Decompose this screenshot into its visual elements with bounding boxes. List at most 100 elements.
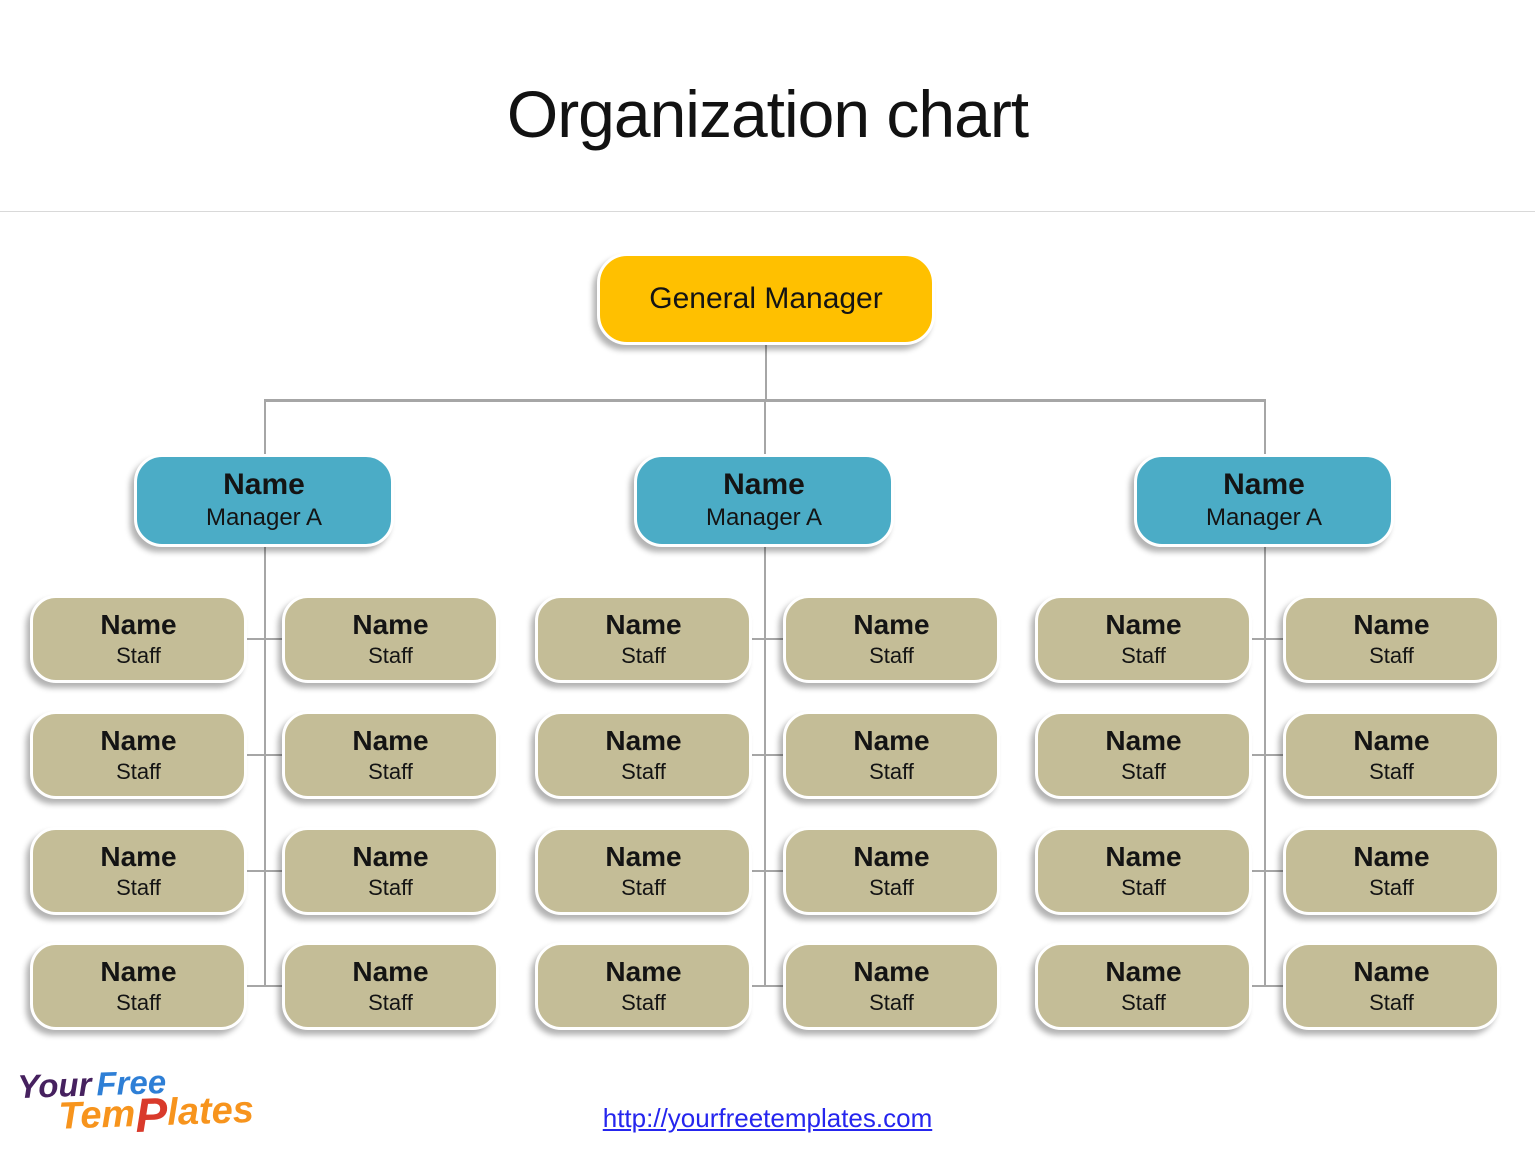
staff-box: Name Staff [535,595,752,683]
staff-box: Name Staff [535,942,752,1030]
staff-box: Name Staff [535,711,752,799]
connector-stub [1246,985,1288,987]
connector-stub [1246,638,1288,640]
staff-box: Name Staff [783,595,1000,683]
general-manager-box: General Manager [597,253,935,345]
staff-box: Name Staff [282,942,499,1030]
connector-group1-vertical [264,546,266,987]
manager-title: Manager A [205,504,323,532]
connector-main-horizontal [264,399,1266,402]
staff-name: Name [352,608,429,640]
connector-stub [746,870,788,872]
page-title: Organization chart [506,77,1029,151]
staff-role: Staff [869,874,914,900]
staff-role: Staff [869,642,914,668]
staff-role: Staff [116,989,161,1015]
staff-box: Name Staff [30,827,247,915]
staff-box: Name Staff [30,942,247,1030]
staff-name: Name [853,608,930,640]
manager-name: Name [723,467,805,501]
title-divider [0,211,1535,212]
staff-role: Staff [1369,758,1414,784]
staff-role: Staff [621,642,666,668]
connector-stub [243,638,287,640]
manager-title: Manager A [705,504,823,532]
staff-name: Name [352,840,429,872]
connector-stub [746,985,788,987]
staff-box: Name Staff [1283,595,1500,683]
staff-box: Name Staff [1035,595,1252,683]
staff-box: Name Staff [783,827,1000,915]
manager-title: Manager A [1205,504,1323,532]
connector-stub [243,754,287,756]
staff-box: Name Staff [1283,711,1500,799]
footer-link[interactable]: http://yourfreetemplates.com [602,1103,933,1133]
staff-name: Name [1105,724,1182,756]
staff-box: Name Staff [1035,711,1252,799]
staff-role: Staff [1121,874,1166,900]
connector-drop-manager-1 [264,401,266,455]
manager-name: Name [1223,467,1305,501]
staff-name: Name [100,955,177,987]
staff-role: Staff [1369,642,1414,668]
manager-box-1: Name Manager A [134,454,394,547]
staff-name: Name [1353,608,1430,640]
staff-role: Staff [869,758,914,784]
footer-link-container: http://yourfreetemplates.com [0,1103,1535,1134]
staff-name: Name [1353,955,1430,987]
staff-name: Name [1105,608,1182,640]
staff-name: Name [605,724,682,756]
connector-gm-drop [765,345,767,400]
staff-role: Staff [1121,642,1166,668]
connector-drop-manager-2 [764,401,766,455]
staff-name: Name [352,724,429,756]
staff-name: Name [100,608,177,640]
staff-role: Staff [1369,874,1414,900]
staff-name: Name [605,840,682,872]
connector-stub [1246,754,1288,756]
connector-group2-vertical [764,546,766,987]
staff-box: Name Staff [1035,827,1252,915]
staff-box: Name Staff [30,711,247,799]
staff-box: Name Staff [1283,942,1500,1030]
staff-box: Name Staff [1035,942,1252,1030]
connector-stub [243,870,287,872]
staff-name: Name [352,955,429,987]
staff-role: Staff [368,874,413,900]
connector-stub [746,638,788,640]
staff-name: Name [605,608,682,640]
staff-role: Staff [116,758,161,784]
staff-role: Staff [621,874,666,900]
staff-role: Staff [869,989,914,1015]
staff-name: Name [1353,840,1430,872]
manager-box-3: Name Manager A [1134,454,1394,547]
staff-box: Name Staff [783,942,1000,1030]
connector-stub [1246,870,1288,872]
staff-role: Staff [1121,989,1166,1015]
staff-name: Name [100,724,177,756]
staff-role: Staff [621,758,666,784]
connector-drop-manager-3 [1264,401,1266,455]
staff-box: Name Staff [282,827,499,915]
staff-role: Staff [368,642,413,668]
staff-role: Staff [621,989,666,1015]
staff-name: Name [1105,840,1182,872]
staff-name: Name [100,840,177,872]
staff-role: Staff [368,758,413,784]
staff-box: Name Staff [282,711,499,799]
staff-role: Staff [1369,989,1414,1015]
staff-box: Name Staff [30,595,247,683]
staff-box: Name Staff [282,595,499,683]
staff-role: Staff [1121,758,1166,784]
staff-box: Name Staff [535,827,752,915]
staff-name: Name [1353,724,1430,756]
staff-name: Name [853,724,930,756]
staff-role: Staff [368,989,413,1015]
manager-box-2: Name Manager A [634,454,894,547]
staff-name: Name [853,840,930,872]
connector-stub [746,754,788,756]
manager-name: Name [223,467,305,501]
staff-name: Name [853,955,930,987]
staff-role: Staff [116,874,161,900]
connector-group3-vertical [1264,546,1266,987]
